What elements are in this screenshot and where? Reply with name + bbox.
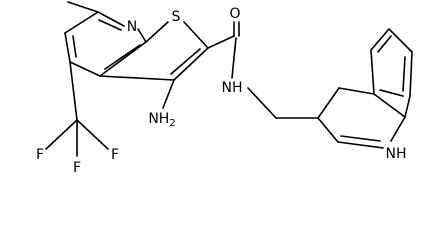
bond-indole-c3a-c7-inner xyxy=(379,89,404,97)
bond-amide-c2-c xyxy=(207,35,235,49)
bond-thio-c3-c3a xyxy=(99,75,175,81)
bond-pyr-c4-c3a xyxy=(69,61,101,77)
bond-indole-n1-c7a xyxy=(390,116,406,142)
atom-nh-amide-n: N xyxy=(221,80,231,96)
bond-indole-c6-c7-inner xyxy=(402,56,406,92)
atom-f-right: F xyxy=(111,147,119,163)
bond-indole-c4-c5 xyxy=(370,28,390,51)
bond-indole-c4-c5-inner xyxy=(377,35,392,53)
bond-indole-c7-c7a xyxy=(404,95,411,118)
bond-amino-bond xyxy=(162,79,175,109)
bond-indole-c2-n1-inner xyxy=(340,135,381,142)
bond-pyr-n-c6-inner xyxy=(98,19,122,31)
atom-nh-amide: NH xyxy=(221,80,242,96)
bond-amide-c-n xyxy=(231,37,237,79)
atom-nh2-subscript: 2 xyxy=(169,118,175,129)
bond-indole-c3-c2 xyxy=(317,117,339,143)
atom-f-left: F xyxy=(36,147,44,163)
atom-nh-indole: NH xyxy=(385,146,406,162)
atom-f-middle: F xyxy=(73,160,81,176)
bond-pyr-c5-c4-inner xyxy=(72,35,77,58)
atom-nh2-text: NH xyxy=(148,111,169,127)
bond-linker-1 xyxy=(247,87,277,119)
bond-pyr-c3a-c7a xyxy=(99,41,147,77)
atom-nh-indole-h: H xyxy=(396,146,407,162)
bond-thio-c2-c3 xyxy=(173,47,209,81)
bond-indole-c3-ch2 xyxy=(317,87,340,119)
bond-cf3-f-left xyxy=(45,119,78,150)
bond-pyr-n-c7a xyxy=(137,28,147,43)
bond-thio-c7a-s xyxy=(145,21,169,43)
bond-cf3-attach xyxy=(69,61,78,121)
atom-nh2-amino: NH2 xyxy=(148,111,175,129)
bond-pyr-c6-c5 xyxy=(64,11,99,34)
atom-s-thiophene: S xyxy=(172,9,181,25)
bond-indole-c3a-c4 xyxy=(370,49,375,95)
bond-pyr-c3a-c7a-inner xyxy=(104,44,141,70)
bond-indole-c7a-c3a xyxy=(373,93,406,118)
bond-indole-c5-c6 xyxy=(388,28,413,53)
bond-pyr-c5-c4 xyxy=(64,32,71,63)
atom-n-pyridine: N xyxy=(127,19,137,35)
bond-indole-c2-n1 xyxy=(337,141,384,149)
atom-nh-indole-n: N xyxy=(385,146,395,162)
bond-pyr-n-c6 xyxy=(97,11,125,27)
molecule-diagram: N S O NH NH2 F F F NH xyxy=(36,1,413,176)
bond-indole-c6-c7 xyxy=(409,51,413,97)
bond-layer xyxy=(45,1,413,157)
bond-methyl xyxy=(67,1,99,13)
bond-indole-c3-c3a xyxy=(338,87,375,95)
bond-thio-c2-c3-inner xyxy=(170,48,201,75)
atom-o-carbonyl: O xyxy=(229,6,240,22)
atom-nh-amide-h: H xyxy=(232,80,243,96)
bond-cf3-f-right xyxy=(76,119,109,150)
bond-thio-s-c2 xyxy=(183,21,209,49)
